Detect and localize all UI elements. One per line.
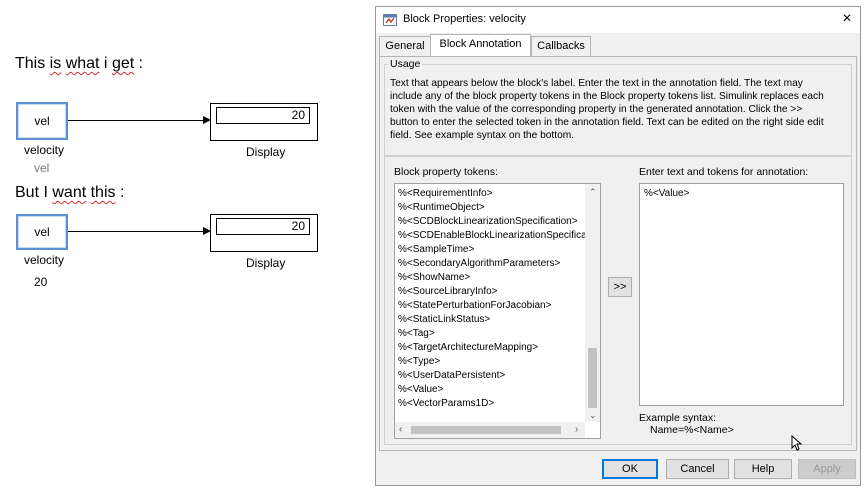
list-item[interactable]: %<SampleTime> <box>398 244 475 255</box>
scroll-up-icon[interactable]: ⌃ <box>589 187 597 197</box>
annotation-label: Enter text and tokens for annotation: <box>639 166 809 178</box>
display-block[interactable]: 20 <box>210 103 318 141</box>
block-value-text: vel <box>34 114 50 128</box>
list-item[interactable]: %<UserDataPersistent> <box>398 370 506 381</box>
list-item[interactable]: %<RuntimeObject> <box>398 202 485 213</box>
signal-line <box>68 231 205 232</box>
block-value-text: vel <box>34 225 50 239</box>
block-name-label: velocity <box>24 253 65 267</box>
list-item[interactable]: %<Type> <box>398 356 441 367</box>
tokens-label: Block property tokens: <box>394 166 498 178</box>
heading-text: i <box>99 55 112 72</box>
constant-block-velocity[interactable]: vel <box>16 102 68 140</box>
usage-line: Text that appears below the block's labe… <box>390 78 803 89</box>
scroll-left-icon[interactable]: ‹ <box>399 424 403 435</box>
mouse-cursor-icon <box>791 434 803 451</box>
tab-callbacks[interactable]: Callbacks <box>531 36 591 56</box>
display-block[interactable]: 20 <box>210 214 318 252</box>
cancel-button[interactable]: Cancel <box>666 459 729 479</box>
list-item[interactable]: %<SourceLibraryInfo> <box>398 286 498 297</box>
close-icon[interactable]: × <box>842 10 852 27</box>
block-annotation: 20 <box>34 275 48 289</box>
list-item[interactable]: %<StatePerturbationForJacobian> <box>398 300 552 311</box>
vertical-scrollbar[interactable]: ⌃ ⌄ <box>585 184 600 422</box>
insert-token-button[interactable]: >> <box>608 277 632 297</box>
signal-arrow-icon <box>203 116 211 124</box>
tab-panel: Usage Text that appears below the block'… <box>379 56 857 451</box>
constant-block-velocity[interactable]: vel <box>16 214 68 250</box>
heading-text: : <box>115 184 125 201</box>
scroll-right-icon[interactable]: › <box>575 424 579 435</box>
list-item[interactable]: %<Value> <box>398 384 444 395</box>
horizontal-scrollbar[interactable]: ‹ › <box>395 422 585 438</box>
simulink-app-icon <box>383 13 397 26</box>
list-item[interactable]: %<VectorParams1D> <box>398 398 495 409</box>
tokens-listbox[interactable]: %<RequirementInfo> %<RuntimeObject> %<SC… <box>394 183 601 439</box>
heading-text: : <box>134 55 144 72</box>
list-item[interactable]: %<SecondaryAlgorithmParameters> <box>398 258 561 269</box>
apply-button[interactable]: Apply <box>798 459 856 479</box>
heading-text: this <box>90 184 116 201</box>
usage-line: button to enter the selected token in th… <box>390 117 824 128</box>
list-item[interactable]: %<SCDBlockLinearizationSpecification> <box>398 216 578 227</box>
heading-text: what <box>65 55 100 72</box>
list-item[interactable]: %<RequirementInfo> <box>398 188 493 199</box>
tab-general[interactable]: General <box>379 36 431 56</box>
display-value: 20 <box>216 218 310 235</box>
usage-line: include any of the block property tokens… <box>390 91 824 102</box>
scroll-down-icon[interactable]: ⌄ <box>589 410 597 420</box>
list-item[interactable]: %<StaticLinkStatus> <box>398 314 491 325</box>
block-name-label: velocity <box>24 143 65 157</box>
usage-description: Text that appears below the block's labe… <box>390 77 850 142</box>
usage-line: field. See example syntax on the bottom. <box>390 130 575 141</box>
heading-text: This <box>15 55 50 72</box>
signal-line <box>68 120 205 121</box>
display-value: 20 <box>216 107 310 124</box>
list-item[interactable]: %<SCDEnableBlockLinearizationSpecifica <box>398 230 587 241</box>
block-annotation: vel <box>34 161 50 175</box>
heading-text: But I <box>15 184 53 201</box>
help-button[interactable]: Help <box>734 459 792 479</box>
hscrollbar-thumb[interactable] <box>411 426 561 434</box>
usage-line: token with the value of the correspondin… <box>390 104 803 115</box>
scrollbar-thumb[interactable] <box>588 348 597 408</box>
list-item[interactable]: %<ShowName> <box>398 272 471 283</box>
dialog-title: Block Properties: velocity <box>403 13 526 25</box>
usage-label: Usage <box>388 58 423 70</box>
annotation-textarea[interactable]: %<Value> <box>639 183 844 406</box>
list-item[interactable]: %<TargetArchitectureMapping> <box>398 342 539 353</box>
ok-button[interactable]: OK <box>602 459 658 479</box>
title-bar[interactable]: Block Properties: velocity × <box>376 7 860 33</box>
heading-text: want <box>52 184 87 201</box>
annotation-editor-group <box>384 155 852 445</box>
example-value: Name=%<Name> <box>650 424 734 436</box>
block-properties-dialog: Block Properties: velocity × General Blo… <box>375 6 861 486</box>
usage-group <box>384 64 852 157</box>
heading-what-i-get: This is what i get : <box>15 55 143 73</box>
heading-text: get <box>111 55 135 72</box>
annotation-value: %<Value> <box>644 188 690 199</box>
display-name-label: Display <box>246 145 286 159</box>
heading-text: is <box>49 55 62 72</box>
display-name-label: Display <box>246 256 286 270</box>
signal-arrow-icon <box>203 227 211 235</box>
heading-want-this: But I want this : <box>15 184 124 202</box>
tokens-list-items: %<RequirementInfo> %<RuntimeObject> %<SC… <box>395 187 587 411</box>
example-label: Example syntax: <box>639 412 717 424</box>
list-item[interactable]: %<Tag> <box>398 328 435 339</box>
tab-block-annotation[interactable]: Block Annotation <box>430 34 531 57</box>
